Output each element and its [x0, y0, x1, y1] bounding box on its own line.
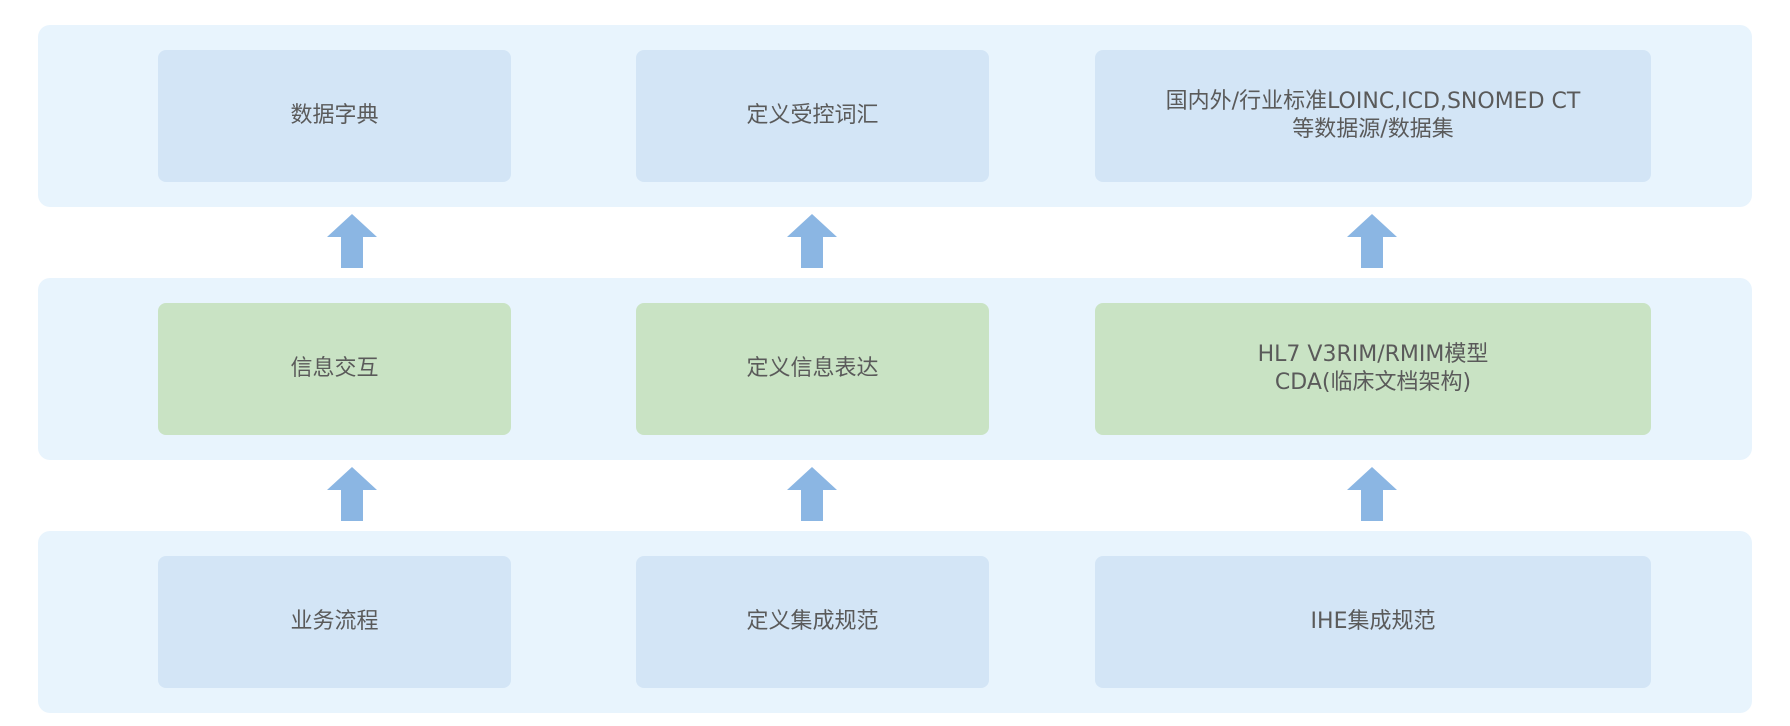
ihe-integration-label: IHE集成规范 [1310, 609, 1436, 634]
standards-datasets-label-line-2: 等数据源/数据集 [1292, 117, 1454, 142]
controlled-vocabulary-box: 定义受控词汇 [636, 50, 989, 182]
integration-spec-label: 定义集成规范 [746, 609, 879, 634]
layer-data-standards: 数据字典 定义受控词汇 国内外/行业标准LOINC,ICD,SNOMED CT … [38, 25, 1752, 207]
data-dictionary-label: 数据字典 [290, 103, 379, 128]
information-expression-label: 定义信息表达 [746, 356, 879, 381]
up-arrow-icon [787, 467, 837, 521]
business-process-box: 业务流程 [158, 556, 511, 688]
standards-datasets-label-line-1: 国内外/行业标准LOINC,ICD,SNOMED CT [1165, 89, 1581, 114]
integration-spec-box: 定义集成规范 [636, 556, 989, 688]
business-process-label: 业务流程 [290, 609, 379, 634]
information-expression-box: 定义信息表达 [636, 303, 989, 435]
layer-business-process: 业务流程 定义集成规范 IHE集成规范 [38, 531, 1752, 713]
ihe-integration-box: IHE集成规范 [1095, 556, 1651, 688]
information-interaction-box: 信息交互 [158, 303, 511, 435]
data-dictionary-box: 数据字典 [158, 50, 511, 182]
information-interaction-label: 信息交互 [290, 356, 379, 381]
up-arrow-icon [327, 214, 377, 268]
hl7-cda-label-line-2: CDA(临床文档架构) [1274, 370, 1472, 395]
hl7-cda-label-line-1: HL7 V3RIM/RMIM模型 [1257, 342, 1489, 367]
up-arrow-icon [327, 467, 377, 521]
up-arrow-icon [787, 214, 837, 268]
up-arrow-icon [1347, 467, 1397, 521]
up-arrow-icon [1347, 214, 1397, 268]
standards-datasets-box: 国内外/行业标准LOINC,ICD,SNOMED CT 等数据源/数据集 [1095, 50, 1651, 182]
controlled-vocabulary-label: 定义受控词汇 [746, 103, 879, 128]
hl7-cda-box: HL7 V3RIM/RMIM模型 CDA(临床文档架构) [1095, 303, 1651, 435]
layer-information-exchange: 信息交互 定义信息表达 HL7 V3RIM/RMIM模型 CDA(临床文档架构) [38, 278, 1752, 460]
